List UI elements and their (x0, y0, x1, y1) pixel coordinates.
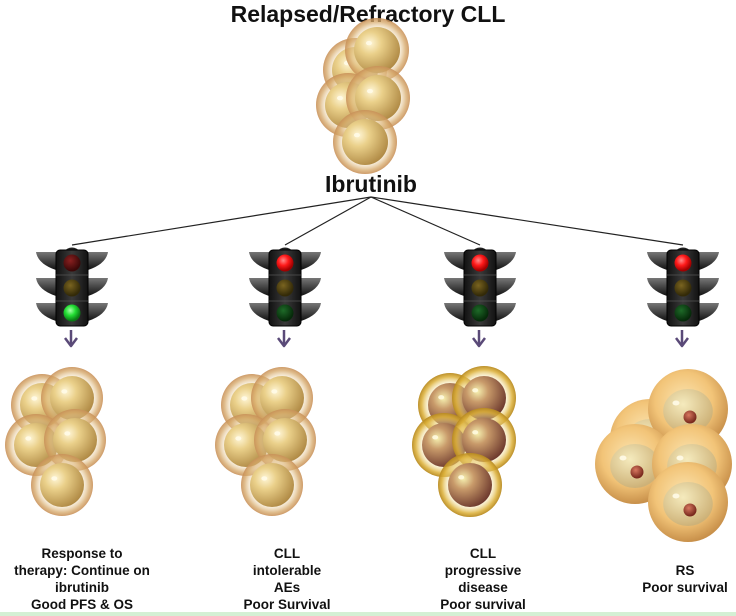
caption-line: intolerable (197, 562, 377, 579)
traffic-light-green (36, 248, 108, 327)
caption-line: CLL (393, 545, 573, 562)
nucleus (684, 504, 697, 517)
amber-lamp (277, 280, 294, 297)
green-lamp (277, 305, 294, 322)
cll-cell (241, 454, 303, 516)
red-lamp (675, 255, 692, 272)
caption-line: Response to (0, 545, 172, 562)
down-arrow-icon (473, 330, 485, 346)
top-cll-cell-cluster (316, 18, 410, 174)
outcome-caption-response: Response totherapy: Continue onibrutinib… (0, 545, 172, 613)
traffic-light-red (647, 248, 719, 327)
caption-line: progressive (393, 562, 573, 579)
amber-lamp (472, 280, 489, 297)
footer-strip (0, 612, 736, 616)
caption-line: RS (595, 562, 736, 579)
connector-line (72, 197, 371, 245)
cell-cluster-intolerance (215, 367, 316, 516)
progressive-cll-cell (438, 453, 502, 517)
caption-line: Poor Survival (197, 596, 377, 613)
cell-cluster-progression (412, 366, 516, 517)
green-lamp (472, 305, 489, 322)
outcome-caption-richter: RSPoor survival (595, 562, 736, 596)
cell-cluster-richter (595, 369, 732, 542)
down-arrows (65, 330, 688, 346)
caption-line: ibrutinib (0, 579, 172, 596)
outcome-cell-clusters (5, 366, 732, 542)
traffic-lights (36, 248, 719, 327)
amber-lamp (675, 280, 692, 297)
cll-cell (333, 110, 397, 174)
connector-line (371, 197, 480, 245)
cell-cluster-response (5, 367, 106, 516)
richter-large-cell (648, 462, 728, 542)
down-arrow-icon (65, 330, 77, 346)
down-arrow-icon (278, 330, 290, 346)
nucleus (684, 411, 697, 424)
outcome-caption-intolerance: CLLintolerableAEsPoor Survival (197, 545, 377, 613)
red-lamp (277, 255, 294, 272)
cll-cell (31, 454, 93, 516)
traffic-light-red (249, 248, 321, 327)
connector-lines (72, 197, 683, 245)
caption-line: Poor survival (393, 596, 573, 613)
drug-label: Ibrutinib (271, 170, 471, 198)
red-lamp (472, 255, 489, 272)
caption-line: disease (393, 579, 573, 596)
nucleus (631, 466, 644, 479)
caption-line: CLL (197, 545, 377, 562)
down-arrow-icon (676, 330, 688, 346)
caption-line: Good PFS & OS (0, 596, 172, 613)
amber-lamp (64, 280, 81, 297)
caption-line: AEs (197, 579, 377, 596)
green-lamp (675, 305, 692, 322)
green-lamp (64, 305, 81, 322)
caption-line: Poor survival (595, 579, 736, 596)
outcome-caption-progression: CLLprogressivediseasePoor survival (393, 545, 573, 613)
red-lamp (64, 255, 81, 272)
caption-line: therapy: Continue on (0, 562, 172, 579)
traffic-light-red (444, 248, 516, 327)
connector-line (371, 197, 683, 245)
